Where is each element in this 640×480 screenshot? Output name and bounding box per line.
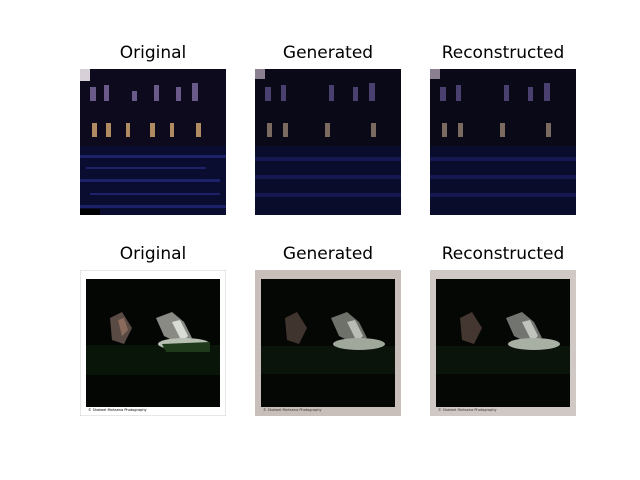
panel-title: Original	[119, 244, 187, 264]
waterfall-image: © Shakeel Mohsena Photography	[430, 270, 576, 416]
image-night-building-generated	[255, 69, 401, 215]
image-waterfall-generated: © Shakeel Mohsena Photography	[255, 270, 401, 416]
panel-title: Reconstructed	[441, 43, 565, 63]
watermark-text: © Shakeel Mohsena Photography	[263, 408, 322, 412]
waterfall-image: © Shakeel Mohsena Photography	[80, 270, 226, 416]
panel-title: Generated	[282, 244, 374, 264]
watermark-text: © Shakeel Mohsena Photography	[88, 408, 147, 412]
image-waterfall-original: © Shakeel Mohsena Photography	[80, 270, 226, 416]
panel-title: Original	[119, 43, 187, 63]
night-building-image	[430, 69, 576, 215]
watermark-text: © Shakeel Mohsena Photography	[438, 408, 497, 412]
image-night-building-reconstructed	[430, 69, 576, 215]
panel-title: Reconstructed	[441, 244, 565, 264]
image-waterfall-reconstructed: © Shakeel Mohsena Photography	[430, 270, 576, 416]
panel-title: Generated	[282, 43, 374, 63]
waterfall-image: © Shakeel Mohsena Photography	[255, 270, 401, 416]
image-night-building-original	[80, 69, 226, 215]
night-building-image	[80, 69, 226, 215]
night-building-image	[255, 69, 401, 215]
